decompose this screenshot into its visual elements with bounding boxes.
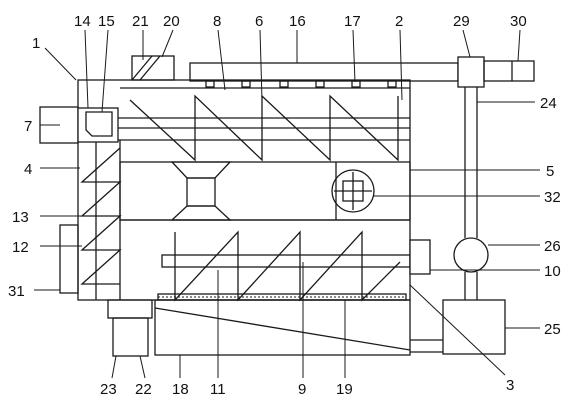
label-31: 31 [8, 283, 25, 300]
label-14: 14 [74, 13, 91, 30]
side-plate [59, 224, 79, 294]
sloped-bottom [154, 307, 411, 351]
label-10: 10 [544, 263, 561, 280]
feed-hopper [131, 55, 175, 81]
label-1: 1 [32, 35, 40, 52]
label-25: 25 [544, 321, 561, 338]
label-32: 32 [544, 189, 561, 206]
collection-box [154, 299, 411, 356]
label-8: 8 [213, 13, 221, 30]
spray-pipe [189, 62, 459, 82]
label-17: 17 [344, 13, 361, 30]
label-5: 5 [546, 163, 554, 180]
spray-nozzles [205, 80, 397, 88]
label-9: 9 [298, 381, 306, 398]
leader-lines [34, 29, 540, 379]
label-7: 7 [24, 118, 32, 135]
label-26: 26 [544, 238, 561, 255]
lift-screw-blades [80, 147, 122, 285]
label-16: 16 [289, 13, 306, 30]
label-19: 19 [336, 381, 353, 398]
funnel-block [170, 161, 232, 221]
label-23: 23 [100, 381, 117, 398]
label-29: 29 [453, 13, 470, 30]
lower-helical-blades [174, 230, 401, 302]
fan-icon [331, 169, 375, 213]
label-18: 18 [172, 381, 189, 398]
label-4: 4 [24, 161, 32, 178]
bevel-gear [85, 111, 113, 137]
label-6: 6 [255, 13, 263, 30]
label-20: 20 [163, 13, 180, 30]
label-30: 30 [510, 13, 527, 30]
tee-joint [457, 56, 485, 88]
pump [453, 237, 489, 273]
label-22: 22 [135, 381, 152, 398]
label-13: 13 [12, 209, 29, 226]
outlet-valve [107, 299, 153, 319]
motor-10 [409, 239, 431, 275]
label-24: 24 [540, 95, 557, 112]
label-15: 15 [98, 13, 115, 30]
lower-screw-band [161, 254, 411, 268]
label-2: 2 [395, 13, 403, 30]
inlet-pipe [483, 60, 535, 82]
part-labels: 1 14 15 21 20 8 6 16 17 2 29 30 7 4 13 1… [8, 13, 561, 398]
label-21: 21 [132, 13, 149, 30]
label-3: 3 [506, 377, 514, 394]
label-12: 12 [12, 239, 29, 256]
water-tank [442, 299, 506, 355]
label-11: 11 [210, 381, 226, 398]
outlet-pipe [112, 317, 149, 357]
